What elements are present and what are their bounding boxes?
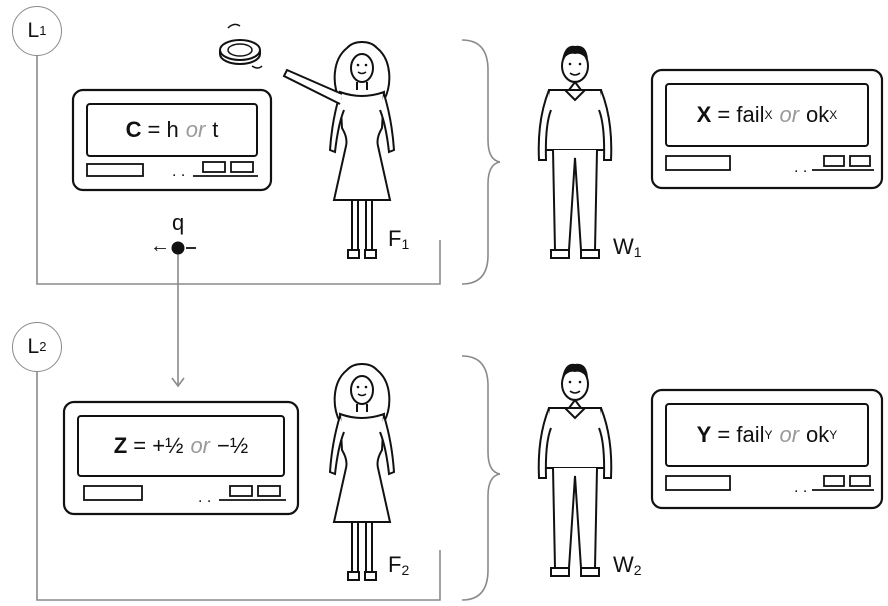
device-c-dots: . .: [172, 163, 186, 180]
brace-bottom: [461, 355, 501, 601]
person-w1-label: W1: [613, 234, 642, 260]
man-icon-w2: [537, 362, 613, 577]
coin-icon: [219, 23, 263, 69]
device-y-dots: . .: [794, 479, 808, 496]
device-z-dots: . .: [198, 489, 212, 506]
qubit-label: q: [172, 210, 185, 235]
device-z: [62, 400, 300, 516]
brace-top: [461, 39, 501, 285]
transfer-arrow: [171, 252, 185, 388]
man-icon-w1: [537, 44, 613, 260]
woman-icon-f2: [329, 363, 395, 581]
device-x-dots: . .: [794, 159, 808, 176]
person-f1-label: F1: [388, 226, 410, 252]
device-c: [71, 88, 273, 192]
qubit-arrow: ←: [150, 235, 170, 257]
device-y: [650, 388, 884, 510]
person-w2-label: W2: [613, 552, 642, 578]
lab2-wall: [36, 366, 441, 601]
qubit-dot: [171, 241, 185, 255]
lab1-wall: [36, 48, 441, 285]
woman-icon-f1: [282, 41, 395, 259]
person-f2-label: F2: [388, 552, 410, 578]
device-x: [650, 68, 884, 190]
